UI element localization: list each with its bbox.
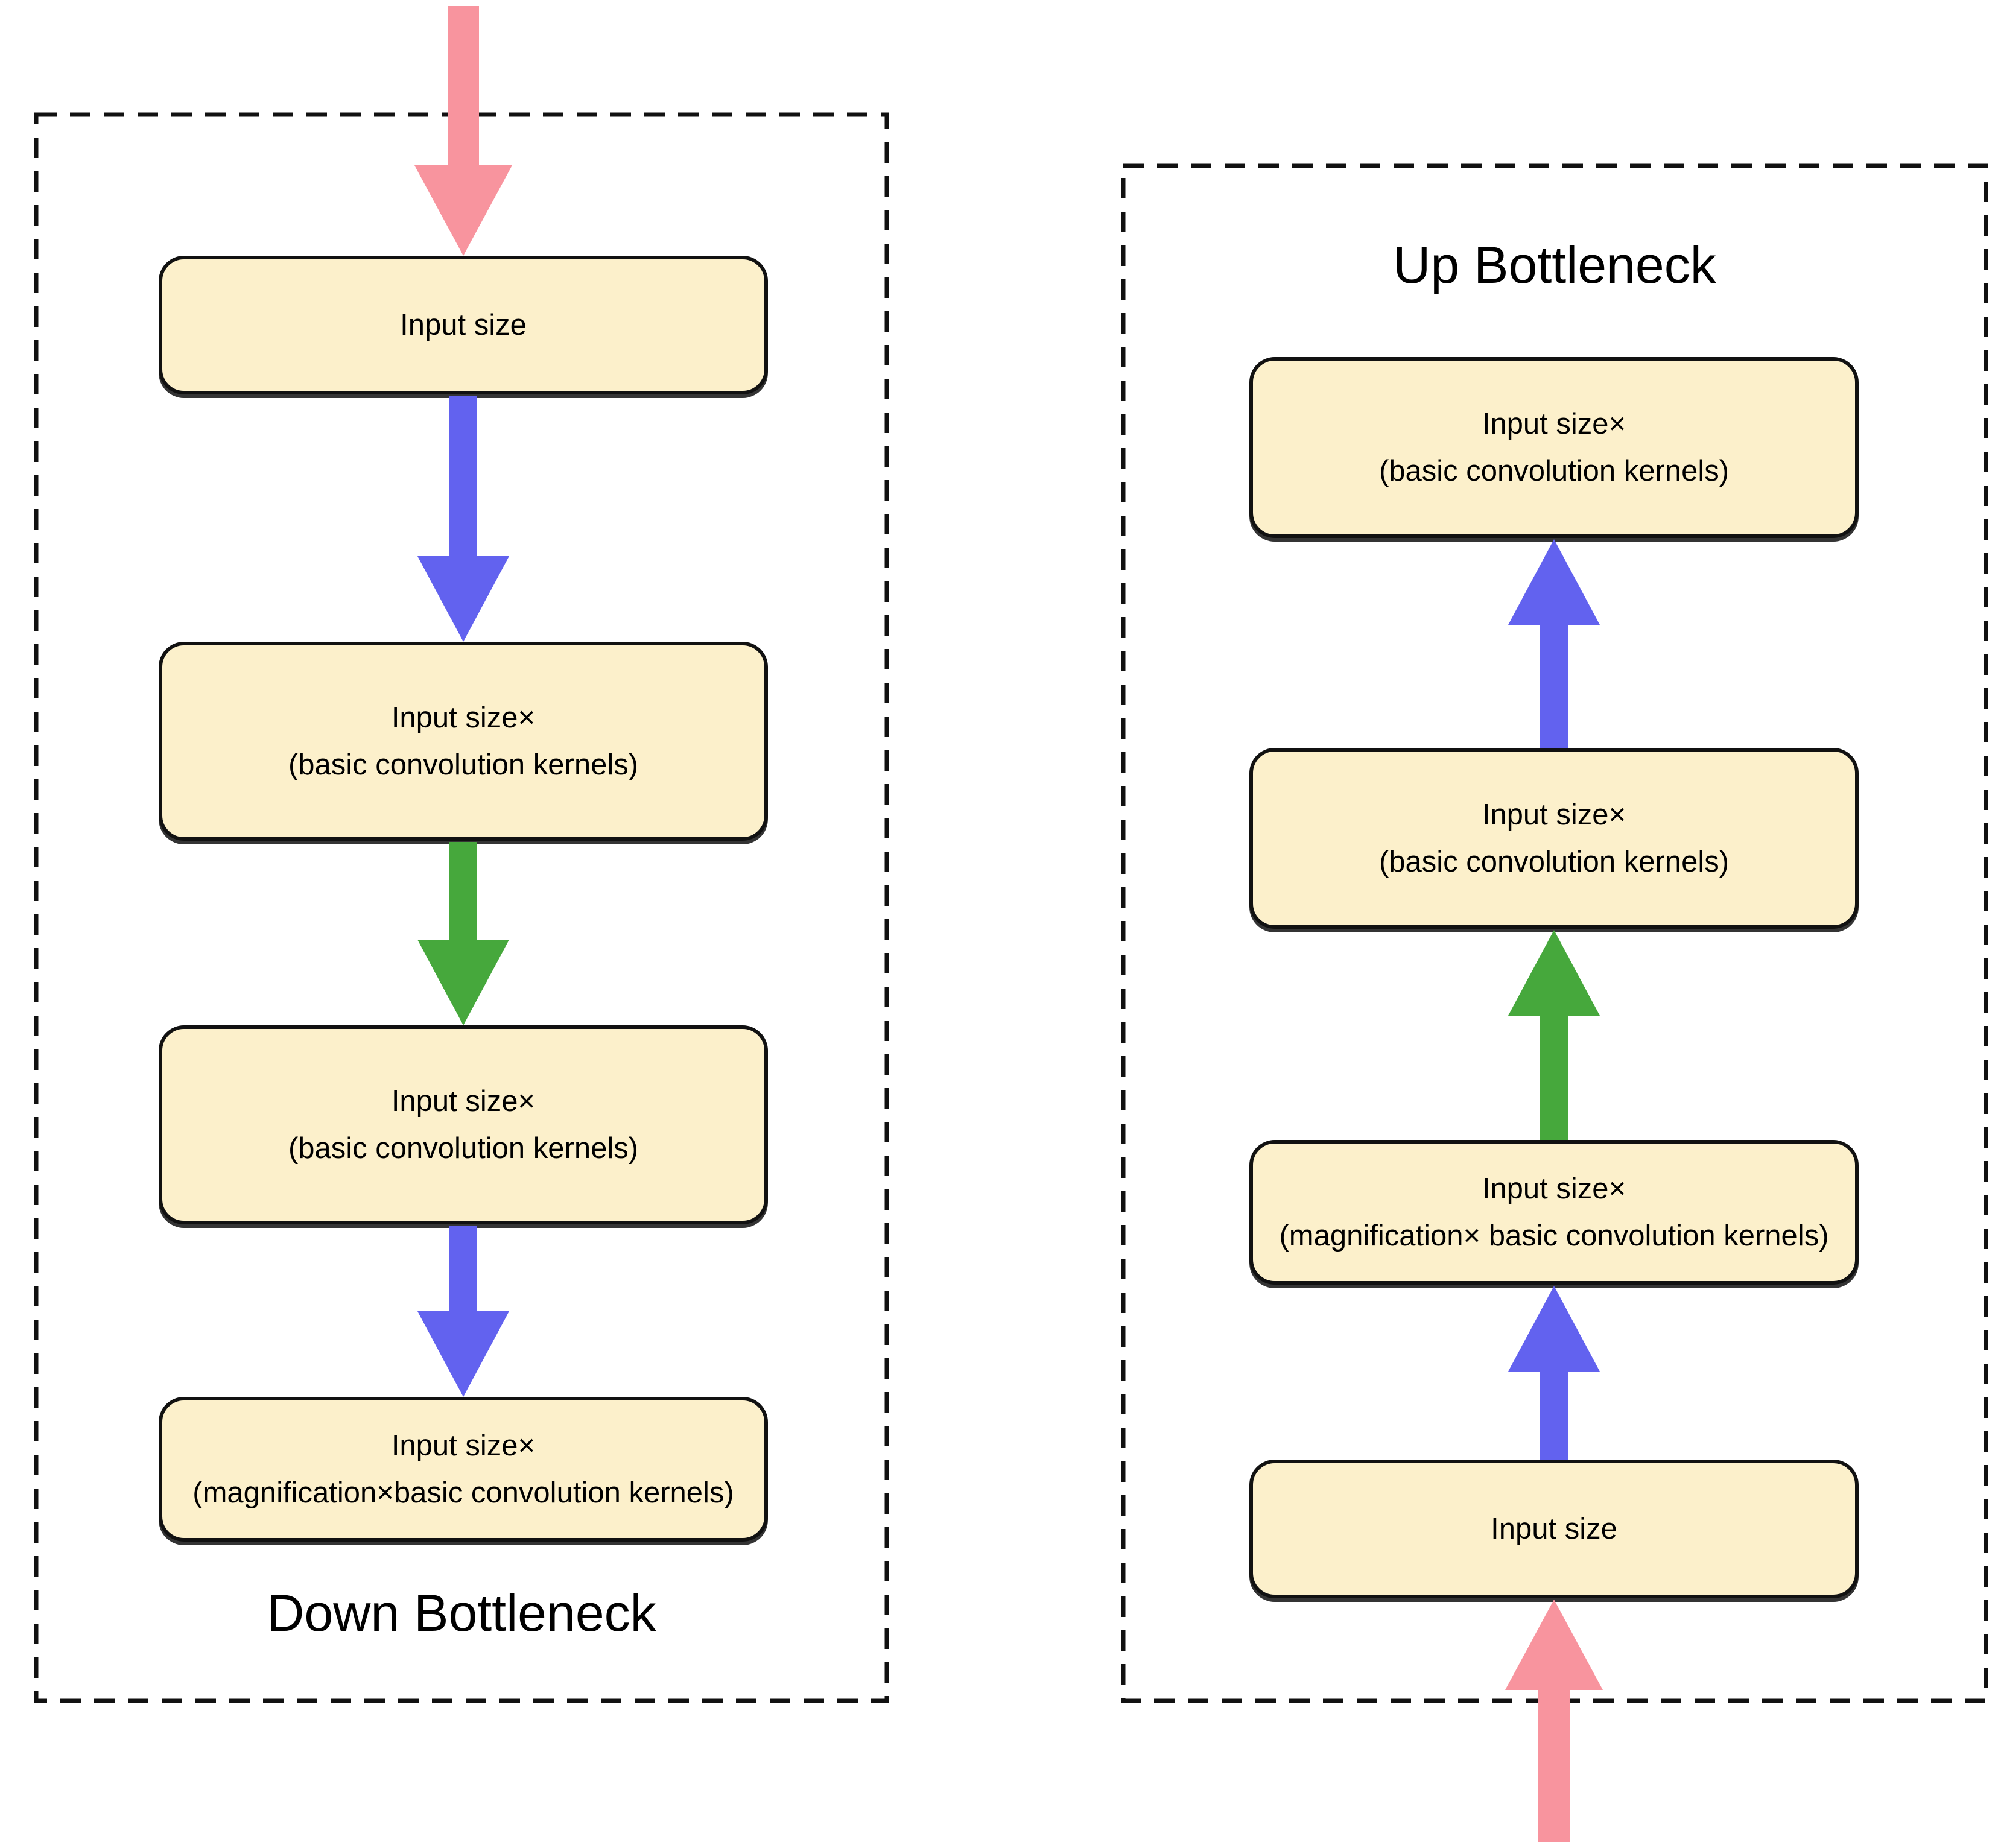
arrow-head bbox=[414, 165, 512, 256]
arrow-shaft bbox=[448, 6, 479, 165]
node-input-size-up: Input size bbox=[1249, 1460, 1859, 1598]
node-label-line: (basic convolution kernels) bbox=[288, 1132, 639, 1165]
arrow-shaft bbox=[449, 396, 477, 556]
arrow-head bbox=[417, 1311, 509, 1397]
node-magnification-conv-down: Input size× (magnification×basic convolut… bbox=[159, 1397, 768, 1542]
downsample-arrow-3 bbox=[417, 1226, 509, 1397]
node-label-line: (magnification×basic convolution kernels… bbox=[192, 1476, 734, 1509]
node-label-line: Input size× bbox=[1482, 1172, 1626, 1205]
arrow-shaft bbox=[1540, 625, 1568, 748]
node-label-line: Input size× bbox=[391, 701, 536, 734]
up-bottleneck-outline bbox=[1121, 163, 1988, 1703]
upsample-arrow-2 bbox=[1508, 930, 1600, 1140]
node-basic-conv-up-2: Input size× (basic convolution kernels) bbox=[1249, 748, 1859, 929]
node-label-line: Input size× bbox=[1482, 799, 1626, 831]
node-label-line: Input size bbox=[1491, 1513, 1617, 1545]
node-input-size-down: Input size bbox=[159, 256, 768, 394]
arrow-head bbox=[1508, 930, 1600, 1016]
upsample-arrow-1 bbox=[1508, 539, 1600, 748]
node-basic-conv-up-1: Input size× (basic convolution kernels) bbox=[1249, 357, 1859, 538]
up-bottleneck-title: Up Bottleneck bbox=[1393, 236, 1716, 294]
node-label-line: (magnification× basic convolution kernel… bbox=[1279, 1220, 1829, 1252]
node-basic-conv-down-2: Input size× (basic convolution kernels) bbox=[159, 1025, 768, 1224]
node-label-line: (basic convolution kernels) bbox=[1378, 455, 1730, 487]
downsample-arrow-1 bbox=[417, 396, 509, 642]
arrow-head bbox=[1508, 1286, 1600, 1372]
down-bottleneck-label: Down Bottleneck bbox=[267, 1584, 656, 1642]
node-magnification-conv-up: Input size× (magnification× basic convolu… bbox=[1249, 1140, 1859, 1285]
upsample-arrow-3 bbox=[1508, 1286, 1600, 1460]
arrow-shaft bbox=[1540, 1016, 1568, 1140]
node-label-line: (basic convolution kernels) bbox=[1378, 846, 1730, 878]
node-label-line: Input size× bbox=[391, 1085, 536, 1118]
arrow-shaft bbox=[1540, 1372, 1568, 1460]
arrow-shaft bbox=[449, 842, 477, 940]
node-label-line: (basic convolution kernels) bbox=[288, 748, 639, 781]
arrow-head bbox=[417, 556, 509, 642]
arrow-shaft bbox=[1538, 1690, 1570, 1842]
arrow-shaft bbox=[449, 1226, 477, 1311]
input-arrow-down bbox=[414, 6, 512, 256]
input-arrow-up bbox=[1505, 1600, 1603, 1842]
arrow-head bbox=[417, 940, 509, 1025]
arrow-head bbox=[1505, 1600, 1603, 1690]
downsample-arrow-2 bbox=[417, 842, 509, 1025]
node-label-line: Input size× bbox=[1482, 408, 1626, 440]
node-label-line: Input size bbox=[400, 309, 527, 341]
node-label-line: Input size× bbox=[391, 1429, 536, 1462]
arrow-head bbox=[1508, 539, 1600, 625]
node-basic-conv-down-1: Input size× (basic convolution kernels) bbox=[159, 642, 768, 841]
